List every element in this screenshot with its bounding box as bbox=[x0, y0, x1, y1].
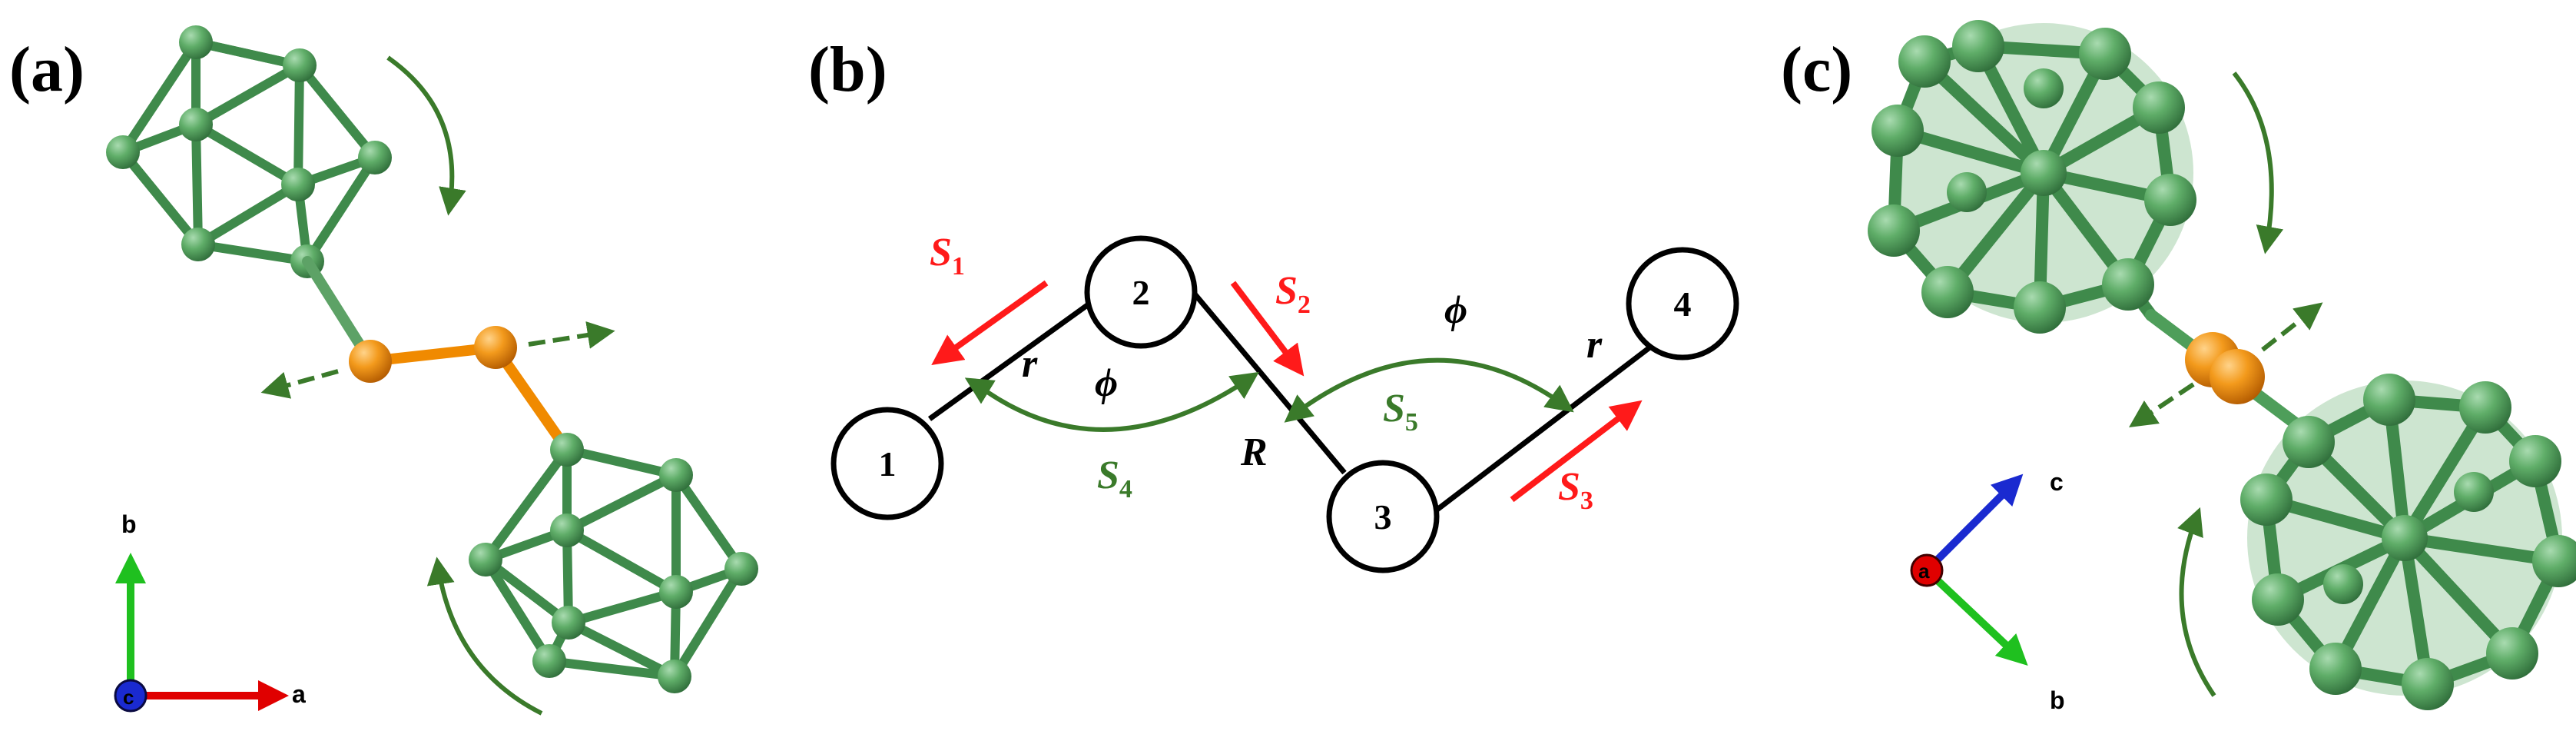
node-3 bbox=[1326, 460, 1440, 573]
S2-arrow bbox=[1230, 281, 1305, 377]
axis-a-origin bbox=[1910, 553, 1944, 587]
S4-arrow-tail bbox=[964, 377, 996, 404]
node-2 bbox=[1084, 235, 1198, 349]
panel-c-bottom-cluster bbox=[2240, 374, 2576, 710]
panel-a-arrows bbox=[260, 55, 615, 716]
axis-c-origin bbox=[114, 679, 148, 713]
angle-phi-left: ϕ bbox=[1095, 361, 1118, 405]
node-2-label: 2 bbox=[1132, 273, 1150, 312]
node-4-label: 4 bbox=[1674, 284, 1692, 324]
S5-arrow-tail bbox=[1284, 394, 1315, 423]
axis-c-arrow bbox=[1924, 474, 2024, 573]
panel-c: (c) bbox=[1781, 20, 2576, 714]
panel-b: (b) 1 2 3 4 r r R ϕ ϕ bbox=[808, 34, 1739, 573]
panel-a-label: (a) bbox=[9, 34, 85, 105]
stretch-arrow-left bbox=[260, 369, 339, 399]
axis-a-label: a bbox=[292, 680, 306, 708]
rotation-arrow-top bbox=[386, 55, 466, 216]
panel-c-top-cluster bbox=[1868, 20, 2196, 334]
panel-b-red-arrows bbox=[931, 280, 1643, 503]
panel-c-label: (c) bbox=[1781, 34, 1852, 105]
panel-b-symbols: r r R ϕ ϕ bbox=[1022, 288, 1603, 474]
S4-label: S4 bbox=[1097, 454, 1132, 503]
panel-c-axes: c b a bbox=[1910, 468, 2065, 714]
panel-a-bottom-atoms bbox=[469, 433, 758, 693]
S1-label: S1 bbox=[930, 231, 965, 281]
panel-b-bonds bbox=[927, 290, 1654, 513]
bond-2-3 bbox=[1191, 290, 1347, 475]
panel-a-bridge bbox=[302, 256, 572, 455]
panel-a-top-cluster bbox=[117, 37, 381, 267]
rotation-arrow-bottom bbox=[426, 557, 543, 716]
bond-1-2 bbox=[927, 297, 1097, 421]
bond-r-left: r bbox=[1022, 342, 1038, 386]
axis-b-label: b bbox=[2050, 686, 2065, 714]
panel-b-label: (b) bbox=[808, 34, 887, 105]
stretch-arrow-right bbox=[528, 321, 615, 349]
S5-arrow bbox=[1297, 357, 1574, 414]
bond-3-4 bbox=[1433, 344, 1654, 513]
node-4 bbox=[1626, 247, 1739, 361]
axis-c-label: c bbox=[123, 686, 134, 709]
rotation-arrow-top bbox=[2232, 71, 2284, 254]
S3-label: S3 bbox=[1558, 465, 1593, 515]
panel-c-bridge bbox=[2145, 309, 2311, 437]
panel-b-coord-labels: S1 S2 S3 S4 S5 bbox=[930, 231, 1593, 515]
S3-arrow bbox=[1510, 400, 1643, 503]
bond-R: R bbox=[1240, 430, 1268, 474]
axis-a-label: a bbox=[1918, 560, 1930, 583]
node-3-label: 3 bbox=[1374, 497, 1392, 537]
panel-a-axes: b a c bbox=[114, 510, 306, 713]
stretch-arrow-right bbox=[2261, 302, 2323, 352]
angle-phi-right: ϕ bbox=[1444, 288, 1467, 332]
S5-label: S5 bbox=[1383, 387, 1418, 437]
S2-label: S2 bbox=[1275, 269, 1311, 319]
node-1-label: 1 bbox=[879, 444, 897, 483]
stretch-arrow-left bbox=[2129, 382, 2195, 427]
S1-arrow bbox=[931, 280, 1049, 365]
rotation-arrow-bottom bbox=[2177, 507, 2216, 697]
axis-b-arrow bbox=[1924, 567, 2028, 666]
axis-c-label: c bbox=[2050, 468, 2064, 496]
panel-c-arrows bbox=[2129, 71, 2323, 697]
bond-r-right: r bbox=[1586, 323, 1603, 367]
S4-arrow bbox=[980, 371, 1259, 432]
panel-b-green-arrows bbox=[964, 357, 1574, 432]
node-1 bbox=[830, 407, 944, 520]
axis-b-label: b bbox=[121, 510, 137, 538]
panel-b-nodes: 1 2 3 4 bbox=[830, 235, 1739, 573]
panel-a: (a) bbox=[9, 25, 758, 716]
panel-a-bottom-cluster bbox=[479, 444, 748, 682]
